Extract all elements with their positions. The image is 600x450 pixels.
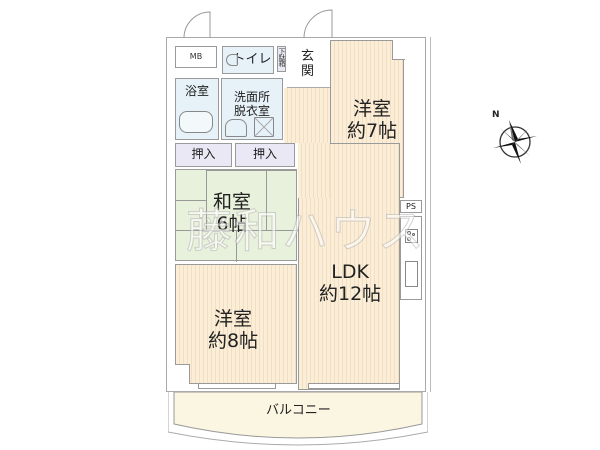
room-washroom: 洗面所 脱衣室 <box>221 78 283 140</box>
outer-right-wall <box>430 37 431 392</box>
genkan-label: 玄 関 <box>301 49 315 79</box>
room-genkan: 玄 関 <box>287 46 333 88</box>
toilet-icon <box>226 54 238 66</box>
shoe-cabinet-left: 下駄箱 <box>277 46 286 72</box>
sink-icon <box>405 261 418 287</box>
window-western-8 <box>198 383 276 389</box>
room-western-8: 洋室 約8帖 <box>175 264 297 384</box>
room-bath: 浴室 <box>175 78 219 140</box>
tatami-line <box>236 230 237 262</box>
washbasin-icon <box>225 119 247 137</box>
ps-shaft: PS <box>400 200 422 213</box>
western-7-notch <box>392 40 405 60</box>
watermark: 藤和ハウス <box>186 204 426 259</box>
stove-icon <box>405 229 418 243</box>
room-toilet: トイレ <box>222 46 274 74</box>
tatami-line <box>206 170 296 171</box>
closet-right: 押入 <box>235 143 295 167</box>
washing-machine-pan-icon <box>254 117 274 137</box>
toilet-label: トイレ <box>232 52 272 67</box>
door-swing-mb <box>183 11 211 39</box>
ps-label: PS <box>406 202 416 211</box>
compass-north-icon <box>493 120 537 164</box>
tatami-line <box>176 230 298 231</box>
shoe-cabinet-left-label: 下駄箱 <box>278 48 287 66</box>
tatami-line <box>176 200 206 201</box>
ldk-label: LDK 約12帖 <box>319 261 382 305</box>
balcony <box>168 392 428 446</box>
window-ldk <box>308 383 400 389</box>
bath-label: 浴室 <box>184 84 209 98</box>
tatami-line <box>266 170 267 230</box>
room-mb: MB <box>175 46 217 68</box>
balcony-label: バルコニー <box>266 403 331 418</box>
washroom-label: 洗面所 脱衣室 <box>233 90 270 118</box>
compass-north-label: N <box>492 110 500 120</box>
closet-left: 押入 <box>175 143 232 167</box>
washitsu-label: 和室 6帖 <box>213 191 252 235</box>
hallway <box>284 88 330 143</box>
western-8-notch <box>175 364 190 384</box>
western-8-label: 洋室 約8帖 <box>208 308 259 352</box>
kitchen-counter <box>400 216 422 300</box>
bathtub-icon <box>179 111 213 133</box>
closet-right-label: 押入 <box>252 147 277 161</box>
door-swing-entrance <box>303 9 333 39</box>
closet-left-label: 押入 <box>191 147 216 161</box>
western-7-label: 洋室 約7帖 <box>347 98 398 142</box>
mb-label: MB <box>189 52 203 61</box>
tatami-line <box>206 170 207 230</box>
ldk-upper-extension <box>298 143 330 198</box>
room-washitsu: 和室 6帖 <box>175 169 298 262</box>
